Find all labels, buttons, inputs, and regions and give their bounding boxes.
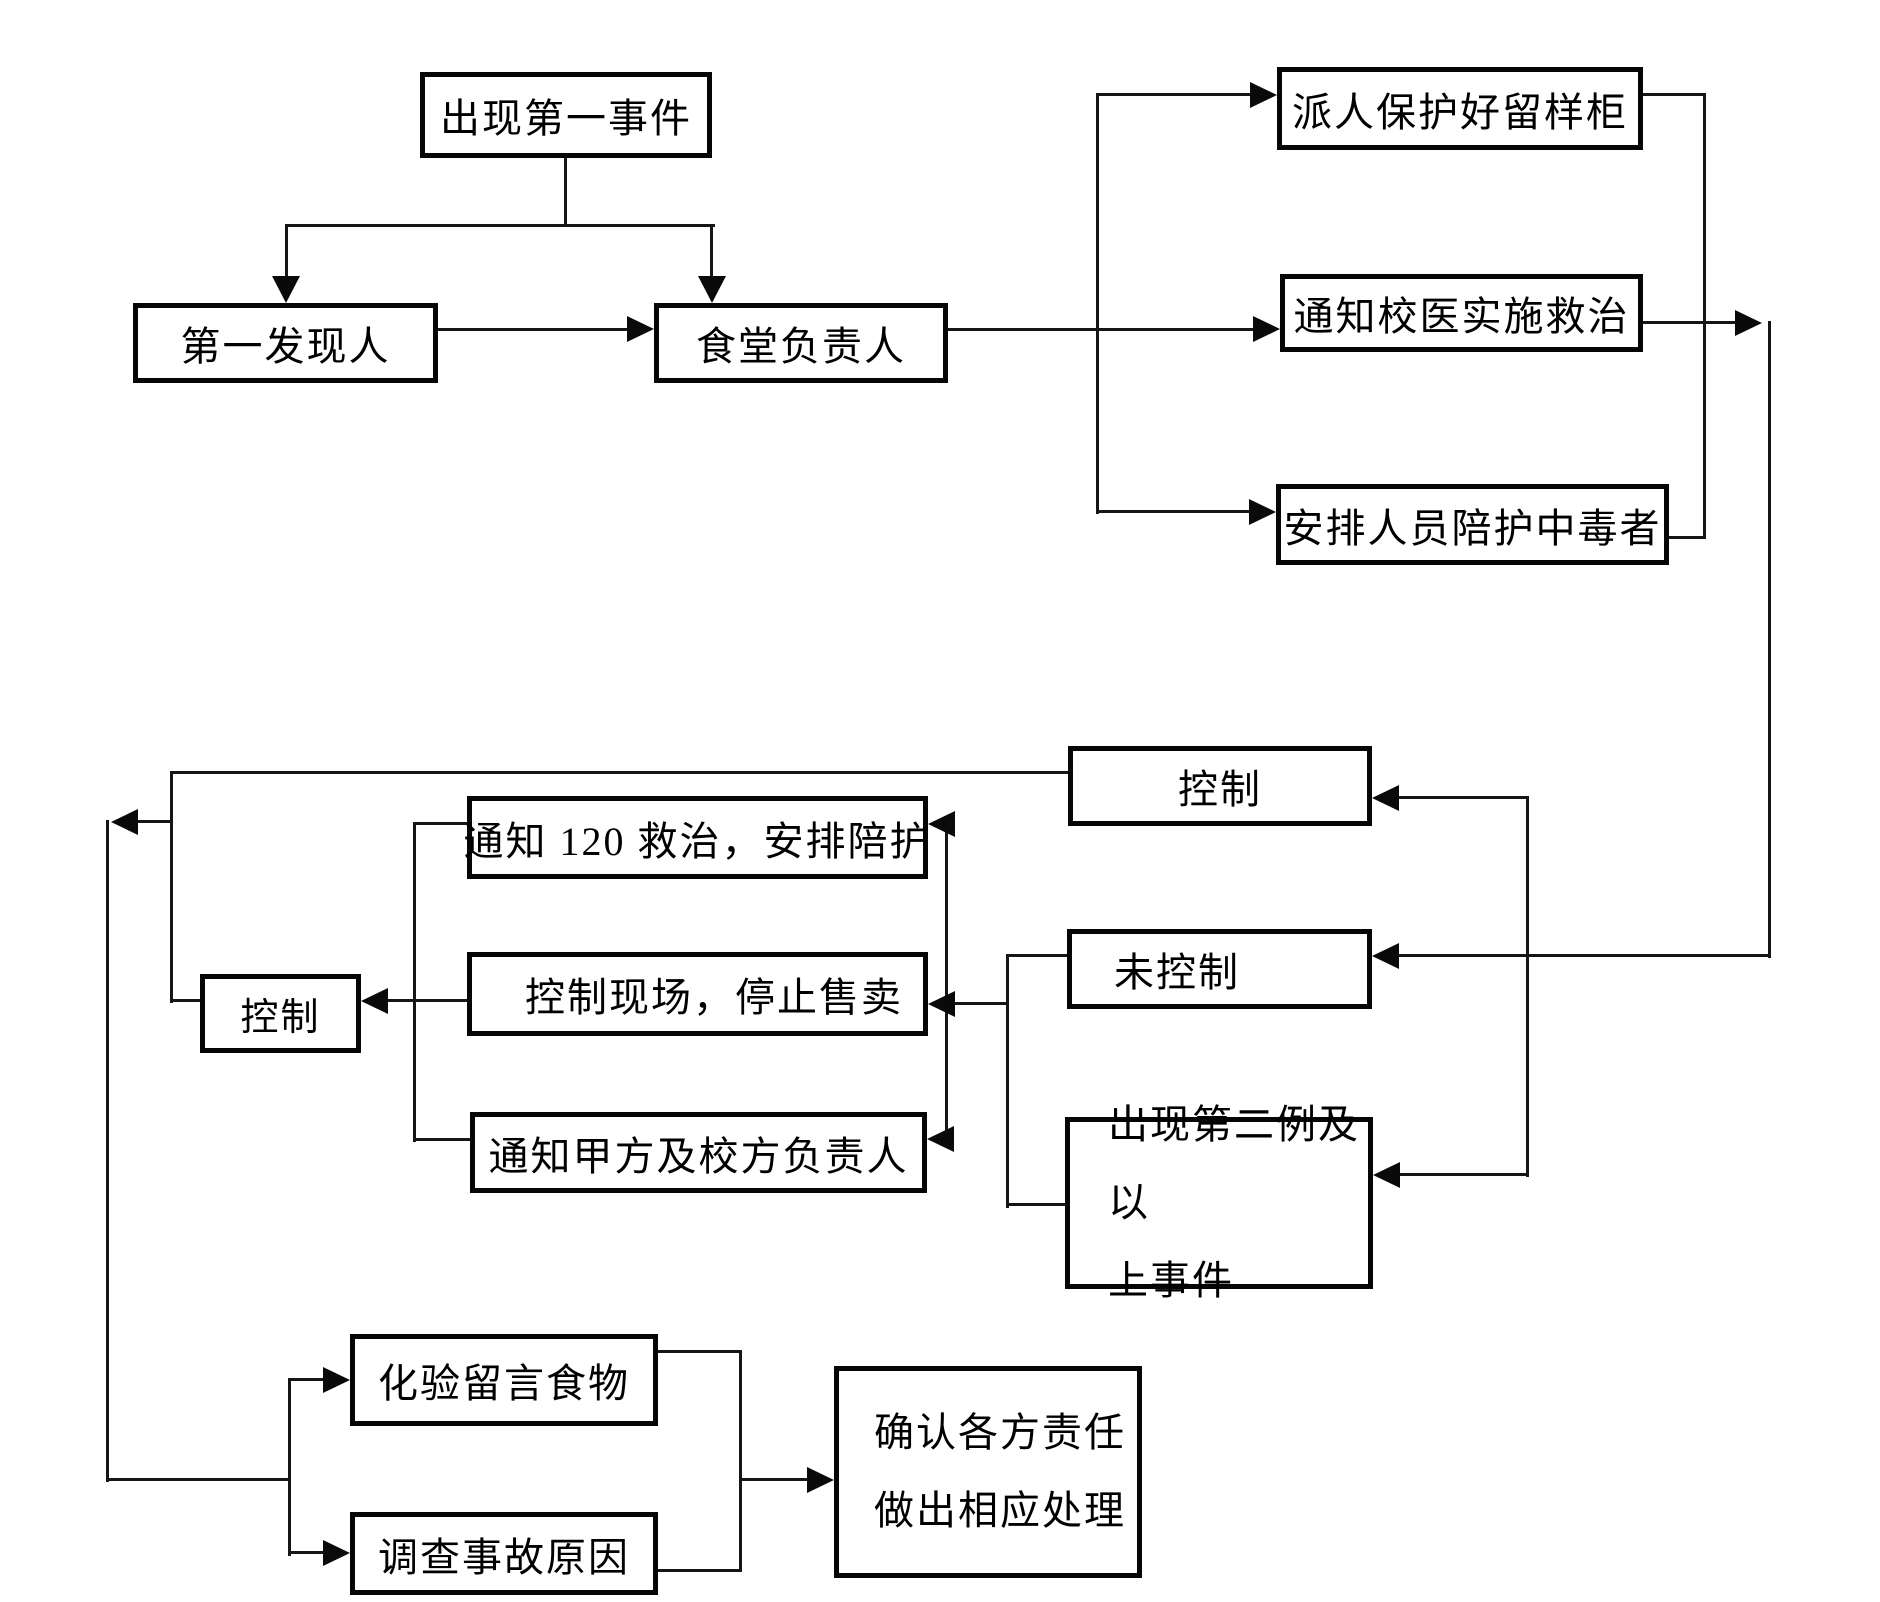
connector-line [952, 1002, 1008, 1005]
node-second-case: 出现第二例及以 上事件 [1065, 1102, 1373, 1303]
connector-line [658, 1569, 741, 1572]
connector-line [1643, 93, 1706, 96]
connector-line [413, 1138, 472, 1141]
connector-line [1096, 94, 1099, 514]
arrowhead-left-icon [928, 811, 955, 837]
arrowhead-right-icon [323, 1540, 350, 1566]
connector-line [1669, 536, 1706, 539]
arrowhead-left-icon [1372, 943, 1399, 969]
connector-line [1396, 796, 1529, 799]
connector-line [564, 158, 567, 226]
connector-line [288, 1551, 326, 1554]
node-protect-samples: 派人保护好留样柜 [1277, 67, 1643, 150]
connector-line [285, 224, 288, 279]
node-confirm-responsibility-line2: 做出相应处理 [874, 1488, 1126, 1533]
connector-line [288, 1378, 291, 1556]
connector-line [710, 224, 713, 279]
connector-line [1643, 321, 1738, 324]
node-first-discoverer: 第一发现人 [133, 303, 438, 383]
arrowhead-down-icon [698, 276, 726, 303]
connector-line [135, 820, 173, 823]
arrowhead-right-icon [1253, 316, 1280, 342]
connector-line [739, 1350, 742, 1572]
node-confirm-responsibility-line1: 确认各方责任 [874, 1410, 1126, 1455]
node-notify-doctor: 通知校医实施救治 [1280, 274, 1643, 352]
arrowhead-left-icon [1373, 1162, 1400, 1188]
arrowhead-left-icon [111, 809, 138, 835]
connector-line [1526, 797, 1529, 1177]
connector-line [658, 1350, 741, 1353]
connector-line [1768, 321, 1771, 958]
connector-line [170, 771, 173, 1003]
arrowhead-right-icon [1250, 82, 1277, 108]
connector-line [413, 822, 469, 825]
arrowhead-right-icon [323, 1367, 350, 1393]
connector-line [1397, 1173, 1529, 1176]
connector-line [1006, 1203, 1067, 1206]
arrowhead-right-icon [627, 316, 654, 342]
arrowhead-right-icon [1249, 499, 1276, 525]
arrowhead-left-icon [1372, 785, 1399, 811]
connector-line [1096, 510, 1252, 513]
connector-line [945, 822, 948, 1141]
arrowhead-right-icon [1735, 310, 1762, 336]
connector-line [1703, 93, 1706, 539]
connector-line [1006, 954, 1009, 1208]
connector-line [948, 328, 1256, 331]
node-investigate-cause: 调查事故原因 [350, 1512, 658, 1595]
node-second-case-line2: 上事件 [1108, 1258, 1234, 1303]
node-controlled-left: 控制 [200, 974, 361, 1053]
node-uncontrolled: 未控制 [1067, 929, 1372, 1009]
node-test-food: 化验留言食物 [350, 1334, 658, 1426]
connector-line [106, 820, 109, 1482]
node-notify-parties: 通知甲方及校方负责人 [470, 1112, 927, 1193]
node-canteen-manager: 食堂负责人 [654, 303, 948, 383]
arrowhead-left-icon [361, 988, 388, 1014]
connector-line [170, 771, 1070, 774]
arrowhead-down-icon [272, 276, 300, 303]
connector-line [438, 328, 630, 331]
connector-line [170, 999, 202, 1002]
node-accompany-poisoned: 安排人员陪护中毒者 [1276, 484, 1669, 565]
connector-line [413, 822, 416, 1142]
connector-line [106, 1478, 291, 1481]
node-confirm-responsibility: 确认各方责任 做出相应处理 [834, 1366, 1142, 1578]
node-notify-120: 通知 120 救治，安排陪护 [464, 796, 930, 879]
node-first-incident: 出现第一事件 [420, 72, 712, 158]
connector-line [1396, 954, 1771, 957]
arrowhead-right-icon [807, 1467, 834, 1493]
arrowhead-left-icon [927, 1126, 954, 1152]
connector-line [1006, 954, 1069, 957]
connector-line [1096, 93, 1253, 96]
connector-line [285, 224, 715, 227]
node-control-scene: 控制现场，停止售卖 [467, 952, 928, 1036]
node-second-case-line1: 出现第二例及以 [1108, 1102, 1360, 1225]
connector-line [739, 1478, 810, 1481]
node-controlled-right: 控制 [1068, 746, 1372, 826]
arrowhead-left-icon [928, 991, 955, 1017]
connector-line [386, 999, 469, 1002]
connector-line [288, 1378, 326, 1381]
